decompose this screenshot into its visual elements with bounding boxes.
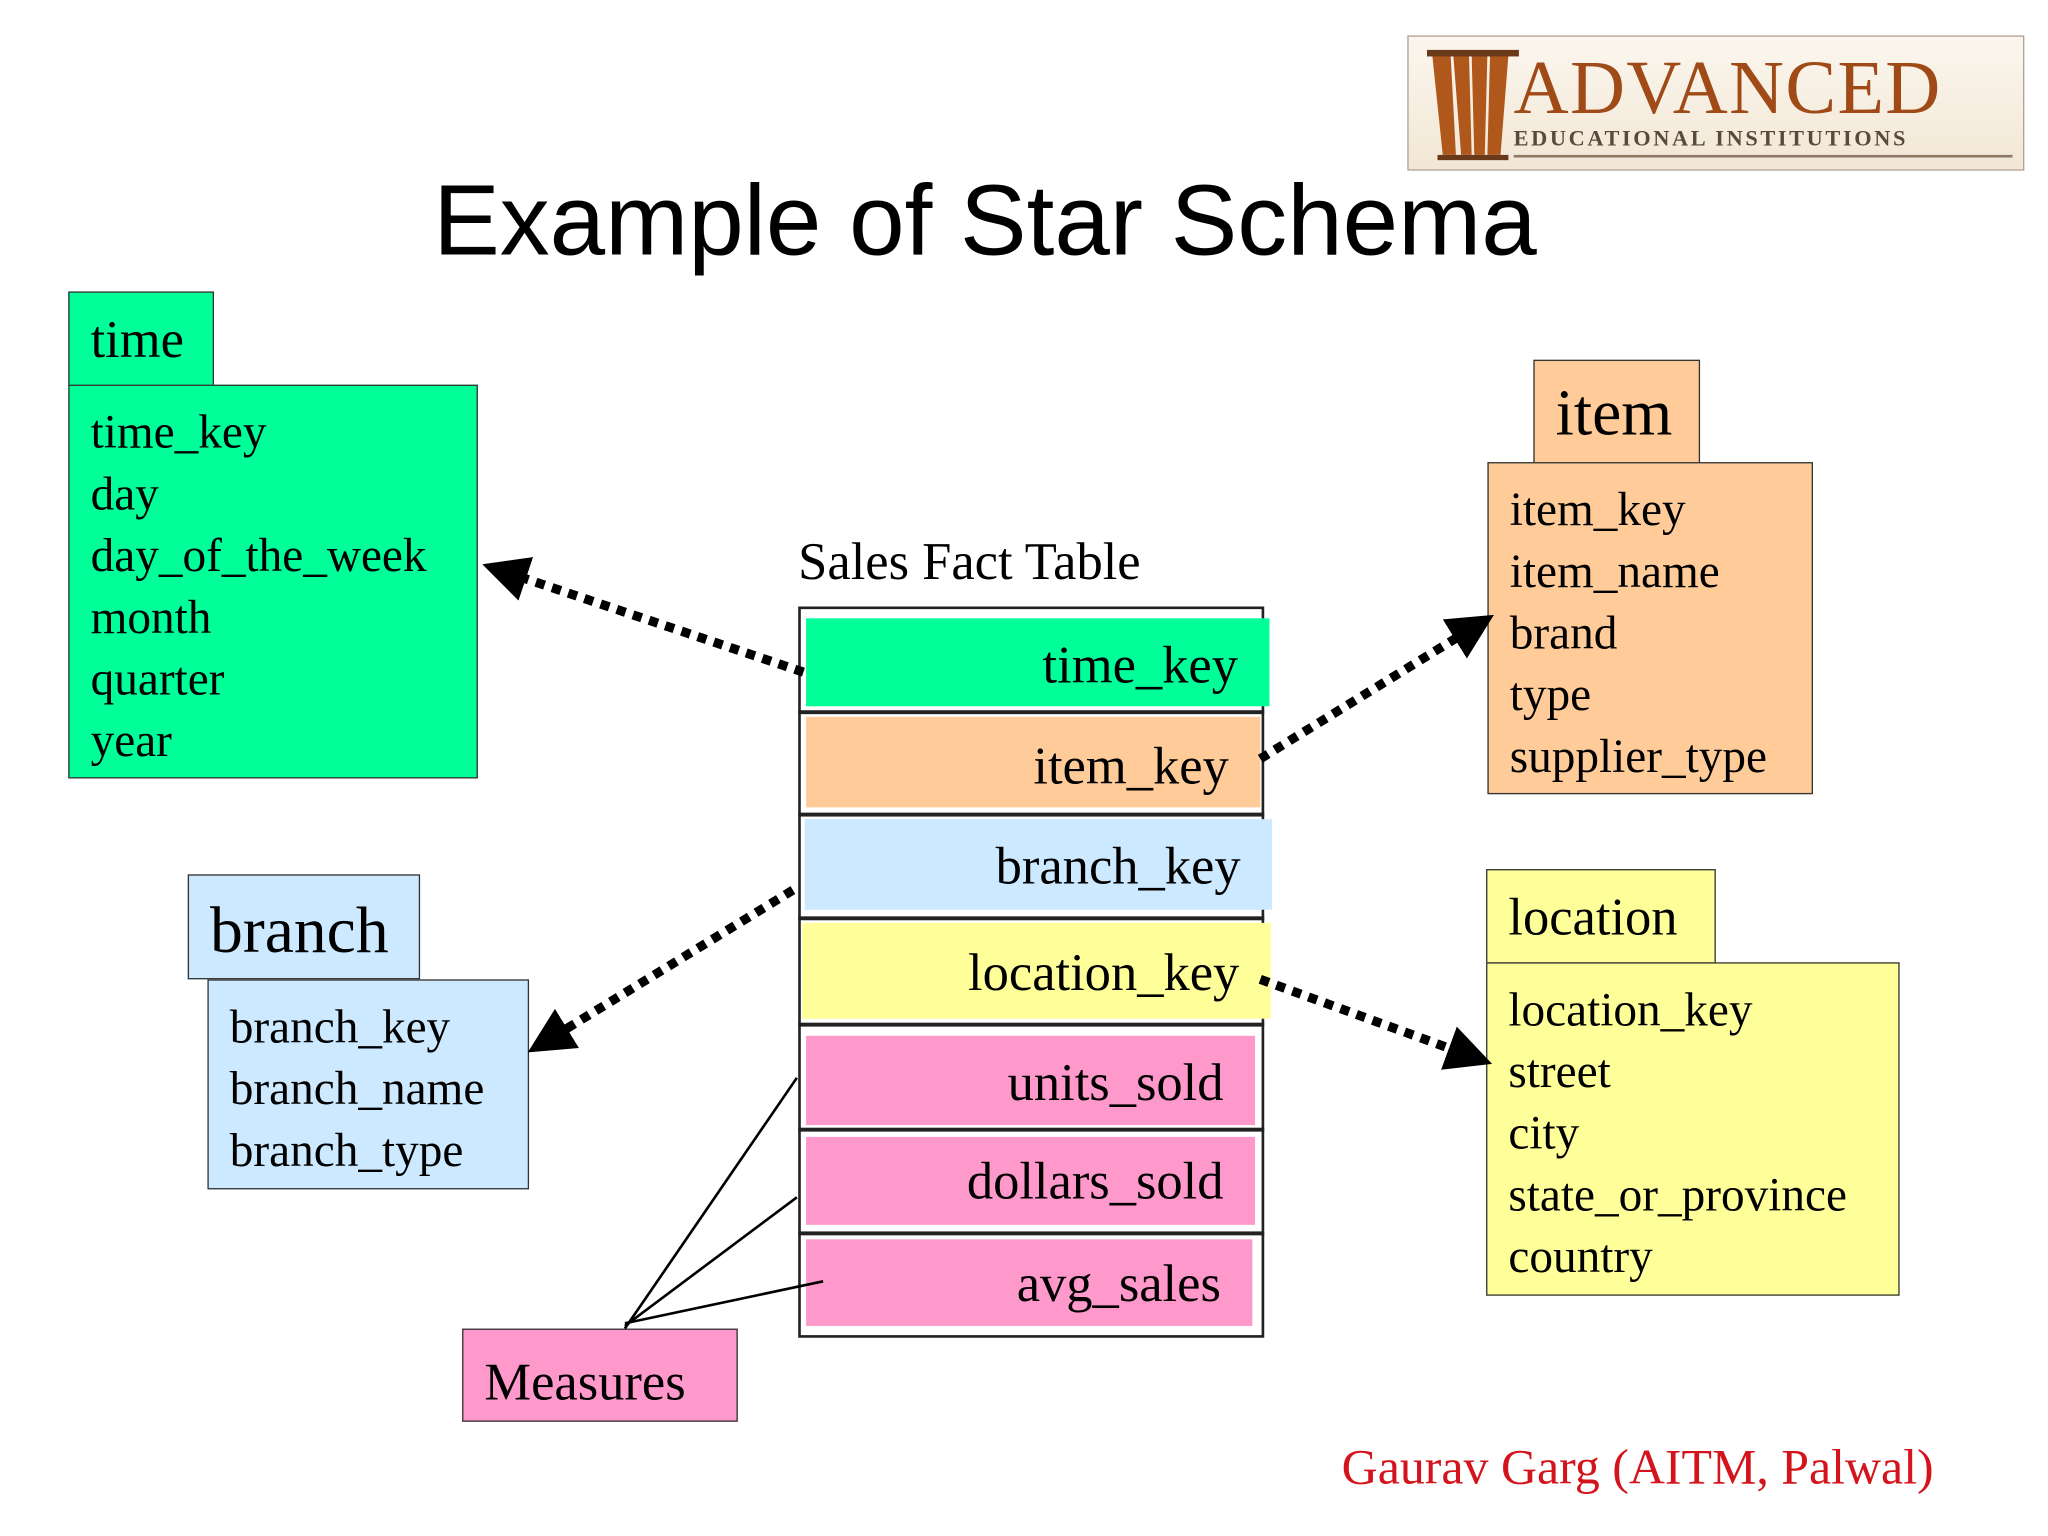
measures-pointer-line [624,1196,798,1327]
time-key-connector [482,557,805,677]
item-field: item_name [1509,544,1720,598]
location-dimension-table: location_key street city state_or_provin… [1486,962,1900,1296]
location-dimension-tab: location [1486,869,1716,964]
time-dimension-table: time_key day day_of_the_week month quart… [68,384,478,779]
fact-key-location: location_key [802,922,1271,1019]
fact-key-item: item_key [806,716,1261,808]
slide-title: Example of Star Schema [433,165,1537,278]
columns-emblem-icon [1427,49,1519,161]
location-field: state_or_province [1508,1168,1847,1221]
logo-underline [1513,154,2013,158]
item-field: supplier_type [1509,729,1767,783]
time-field: quarter [90,652,225,705]
fact-row-divider [798,710,1265,715]
item-field: item_key [1509,483,1686,536]
logo-subtitle: EDUCATIONAL INSTITUTIONS [1513,126,1909,151]
fact-measure-avg-sales: avg_sales [806,1239,1253,1326]
time-field: time_key [90,405,267,459]
item-dimension-name: item [1555,375,1673,449]
fact-row-divider [798,1022,1265,1027]
measures-pointer-line [623,1077,798,1330]
author-credit: Gaurav Garg (AITM, Palwal) [1341,1440,1934,1496]
item-dimension-table: item_key item_name brand type supplier_t… [1487,462,1813,795]
logo-wordmark: ADVANCED [1513,44,1942,130]
measures-pointer-line [624,1280,824,1325]
location-field: street [1508,1044,1611,1098]
fact-row-divider [798,812,1265,817]
fact-row-divider [798,1127,1265,1132]
fact-measure-dollars-sold: dollars_sold [806,1136,1256,1225]
branch-key-connector [527,886,796,1053]
branch-field: branch_key [229,1000,451,1053]
measures-callout: Measures [462,1328,738,1422]
location-field: city [1508,1106,1580,1160]
branch-dimension-tab: branch [187,874,421,980]
item-key-connector [1257,614,1494,763]
time-dimension-name: time [90,309,184,369]
fact-measure-units-sold: units_sold [806,1035,1256,1126]
branch-field: branch_name [229,1062,485,1115]
item-dimension-tab: item [1533,359,1701,465]
location-field: location_key [1508,983,1753,1036]
item-field: type [1509,668,1592,721]
time-field: month [90,590,212,644]
item-field: brand [1509,606,1618,660]
location-field: country [1508,1230,1653,1283]
time-field: day [90,467,159,520]
branch-dimension-table: branch_key branch_name branch_type [207,979,530,1190]
measures-callout-label: Measures [484,1352,686,1412]
branch-field: branch_type [229,1123,464,1177]
fact-table-label: Sales Fact Table [798,531,1141,591]
fact-row-divider [798,916,1265,921]
time-dimension-tab: time [68,291,214,386]
location-dimension-name: location [1508,887,1678,947]
fact-key-branch: branch_key [804,819,1273,910]
fact-row-divider [798,1231,1265,1236]
fact-key-time: time_key [806,618,1270,707]
location-key-connector [1258,975,1493,1070]
institution-logo: ADVANCED EDUCATIONAL INSTITUTIONS [1407,35,2025,171]
branch-dimension-name: branch [210,892,389,967]
time-field: day_of_the_week [90,529,427,582]
time-field: year [90,714,172,767]
